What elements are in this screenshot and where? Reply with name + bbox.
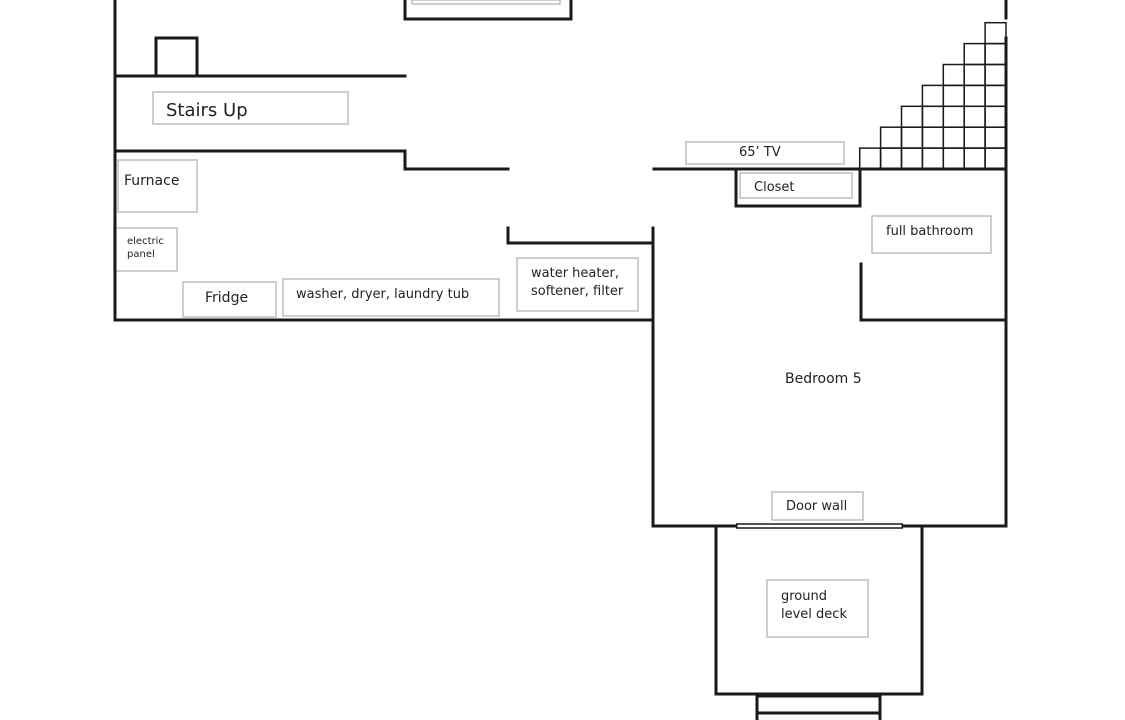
fridge-label: Fridge xyxy=(205,290,249,306)
water-heater-label: water heater, softener, filter xyxy=(531,265,623,301)
stair-step xyxy=(921,126,945,149)
laundry-label: washer, dryer, laundry tub xyxy=(296,287,470,302)
tv-box xyxy=(685,141,845,165)
stair-step xyxy=(984,84,1007,108)
electric-panel-line-1: electric xyxy=(127,236,164,247)
stair-step xyxy=(879,147,903,170)
top-fixture-box xyxy=(411,0,561,5)
bathroom-label: full bathroom xyxy=(886,224,974,239)
stair-step xyxy=(921,147,945,170)
stair-step xyxy=(984,126,1007,149)
stair-step xyxy=(921,105,945,128)
stair-step xyxy=(963,42,986,66)
closet-wall xyxy=(734,169,862,208)
walls xyxy=(113,0,1008,720)
stairs-corridor-bottom-wall xyxy=(113,149,510,171)
electric-panel-box xyxy=(113,227,178,272)
deck-line-2: level deck xyxy=(781,607,847,622)
stair-step xyxy=(900,105,924,128)
stair-step xyxy=(963,105,986,128)
stair-step xyxy=(942,147,965,170)
stair-step xyxy=(942,63,965,87)
stair-step xyxy=(984,42,1007,66)
stair-step xyxy=(984,147,1007,170)
bathroom-box xyxy=(871,215,992,254)
stair-step xyxy=(963,126,986,149)
stair-step xyxy=(858,147,882,170)
water-heater-line-1: water heater, xyxy=(531,266,619,281)
water-heater-line-2: softener, filter xyxy=(531,284,624,299)
door-wall-label: Door wall xyxy=(786,499,848,514)
water-heater-box xyxy=(516,257,639,312)
utility-partition xyxy=(506,226,655,245)
door-wall-box xyxy=(771,491,864,521)
stair-step xyxy=(984,105,1007,128)
stair-step xyxy=(942,105,965,128)
stair-step xyxy=(900,147,924,170)
laundry-box xyxy=(282,278,500,317)
stair-step xyxy=(963,147,986,170)
deck-outline xyxy=(714,524,924,696)
tv-label: 65’ TV xyxy=(739,145,781,160)
furnace-box xyxy=(117,159,198,213)
furnace-label: Furnace xyxy=(124,173,180,189)
stair-step xyxy=(942,84,965,108)
deck-steps xyxy=(755,694,882,720)
deck-line-1: ground xyxy=(781,589,827,604)
closet-label: Closet xyxy=(754,180,795,195)
closet-box xyxy=(739,172,853,199)
stair-step xyxy=(879,126,903,149)
staircase xyxy=(858,21,1007,170)
chimney-box xyxy=(154,36,199,78)
top-fixture-wall xyxy=(403,0,573,21)
stair-step xyxy=(921,84,945,108)
label-boxes xyxy=(113,0,992,638)
deck-box xyxy=(766,579,869,638)
stair-step xyxy=(984,21,1007,45)
stair-step xyxy=(963,63,986,87)
bedroom-label: Bedroom 5 xyxy=(785,371,862,387)
electric-panel-label: electric panel xyxy=(127,235,164,261)
electric-panel-line-2: panel xyxy=(127,249,155,260)
stair-step xyxy=(963,84,986,108)
stair-step xyxy=(984,63,1007,87)
stairs-up-label: Stairs Up xyxy=(166,100,248,121)
fridge-box xyxy=(182,281,277,318)
deck-label: ground level deck xyxy=(781,588,847,624)
stair-step xyxy=(942,126,965,149)
stair-step xyxy=(900,126,924,149)
stairs-up-box xyxy=(152,91,349,125)
